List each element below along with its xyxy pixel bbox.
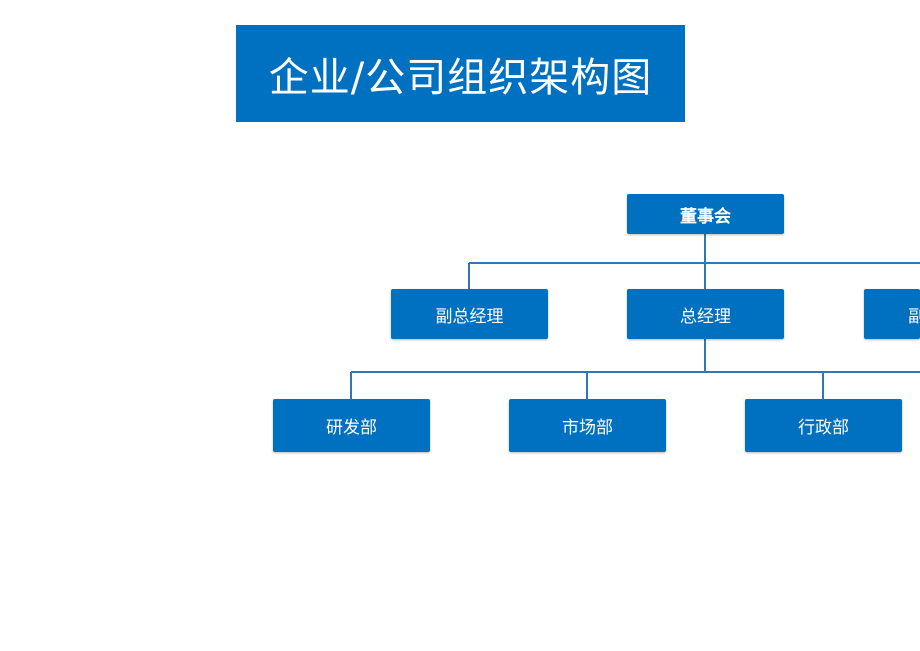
deputy-general-manager-right-node: 副 [864, 289, 920, 339]
deputy-general-manager-node: 副总经理 [391, 289, 548, 339]
marketing-department-node: 市场部 [509, 399, 666, 452]
page-title: 企业/公司组织架构图 [236, 25, 685, 122]
admin-department-node: 行政部 [745, 399, 902, 452]
board-of-directors-node: 董事会 [627, 194, 784, 234]
general-manager-node: 总经理 [627, 289, 784, 339]
rd-department-node: 研发部 [273, 399, 430, 452]
